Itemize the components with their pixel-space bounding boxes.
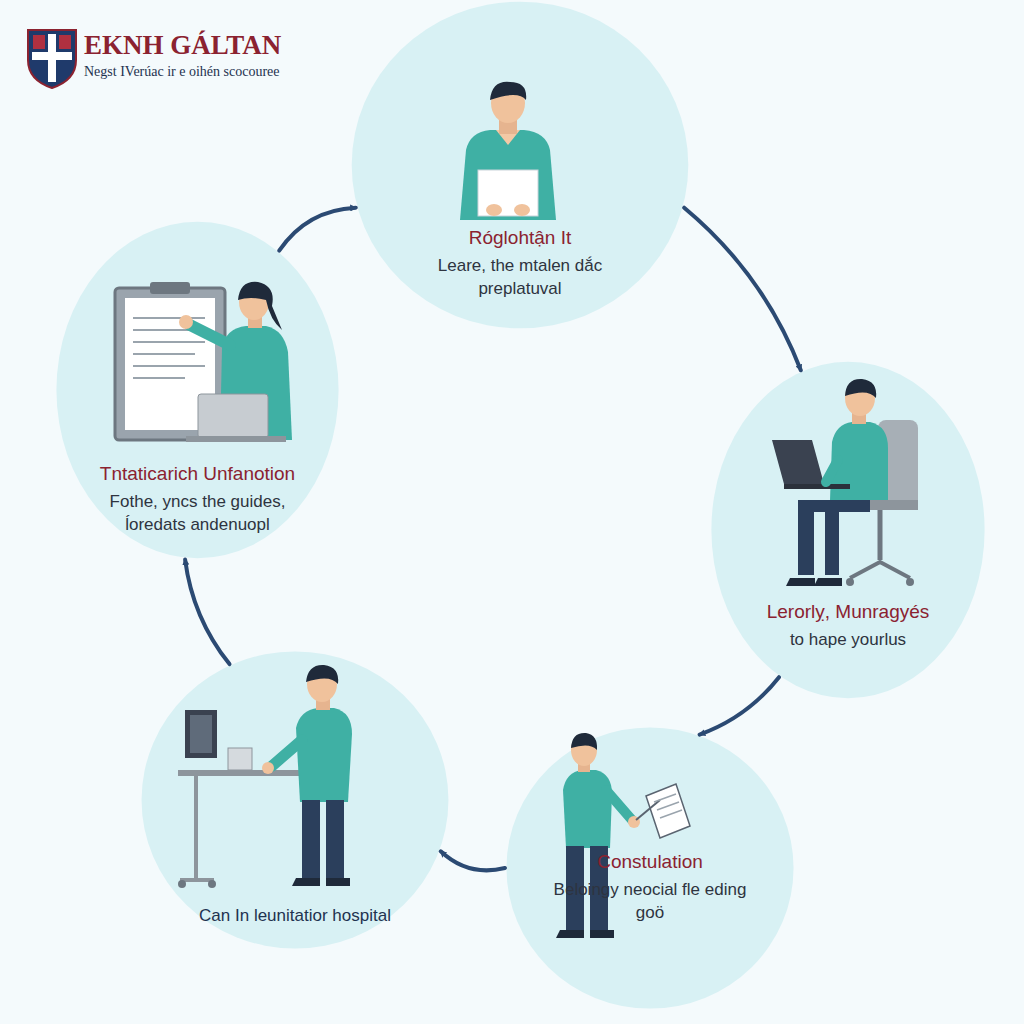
step-heading: Constulation: [550, 850, 750, 875]
bubble-shape: [352, 2, 689, 329]
step-text: Róglohtận It Leare, the mtalen dắc prepla…: [425, 226, 615, 301]
bubble-outline: [140, 650, 450, 950]
bubble-shape: [142, 652, 449, 949]
step-text: Lerorlỵ, Munragyés to hape yourlus: [728, 600, 968, 652]
diagram-title: EKNH GÁLTAN: [84, 30, 281, 61]
step-text: ConstulationBeloingy neocial fle eding g…: [550, 850, 750, 925]
step-heading: Tntaticarich Unfanotion: [83, 462, 313, 487]
step-heading: Róglohtận It: [425, 226, 615, 251]
bubble-shape: [506, 727, 793, 1008]
flow-arrow: [185, 559, 229, 664]
step-description: Fothe, yncs the guides, ĺoredats andenuo…: [83, 491, 313, 537]
bubble-shape: [711, 362, 984, 699]
flow-arrow: [684, 208, 801, 371]
step-bubble: Can In leunitatior hospital: [140, 650, 450, 950]
step-bubble: Lerorlỵ, Munragyés to hape yourlus: [710, 360, 986, 700]
bubble-shape: [56, 222, 338, 559]
step-text: Can In leunitatior hospital: [155, 906, 435, 926]
step-heading: Lerorlỵ, Munragyés: [728, 600, 968, 625]
logo-shield: [28, 30, 76, 88]
subtitle-label: Negst IVerúac ir e oihén scocouree: [84, 64, 280, 80]
clipboard-presenter: [115, 282, 292, 442]
step-description: Beloingy neocial fle eding goö: [550, 879, 750, 925]
step-description: to hape yourlus: [728, 629, 968, 652]
step-caption: Can In leunitatior hospital: [155, 906, 435, 926]
step-text: Tntaticarich UnfanotionFothe, yncs the g…: [83, 462, 313, 537]
flow-arrow: [700, 677, 779, 734]
step-bubble: ConstulationBeloingy neocial fle eding g…: [505, 726, 795, 1010]
flow-arrow: [441, 851, 505, 870]
step-description: Leare, the mtalen dắc preplatuval: [425, 255, 615, 301]
flow-arrow: [279, 208, 356, 251]
bubble-outline: [710, 360, 986, 700]
